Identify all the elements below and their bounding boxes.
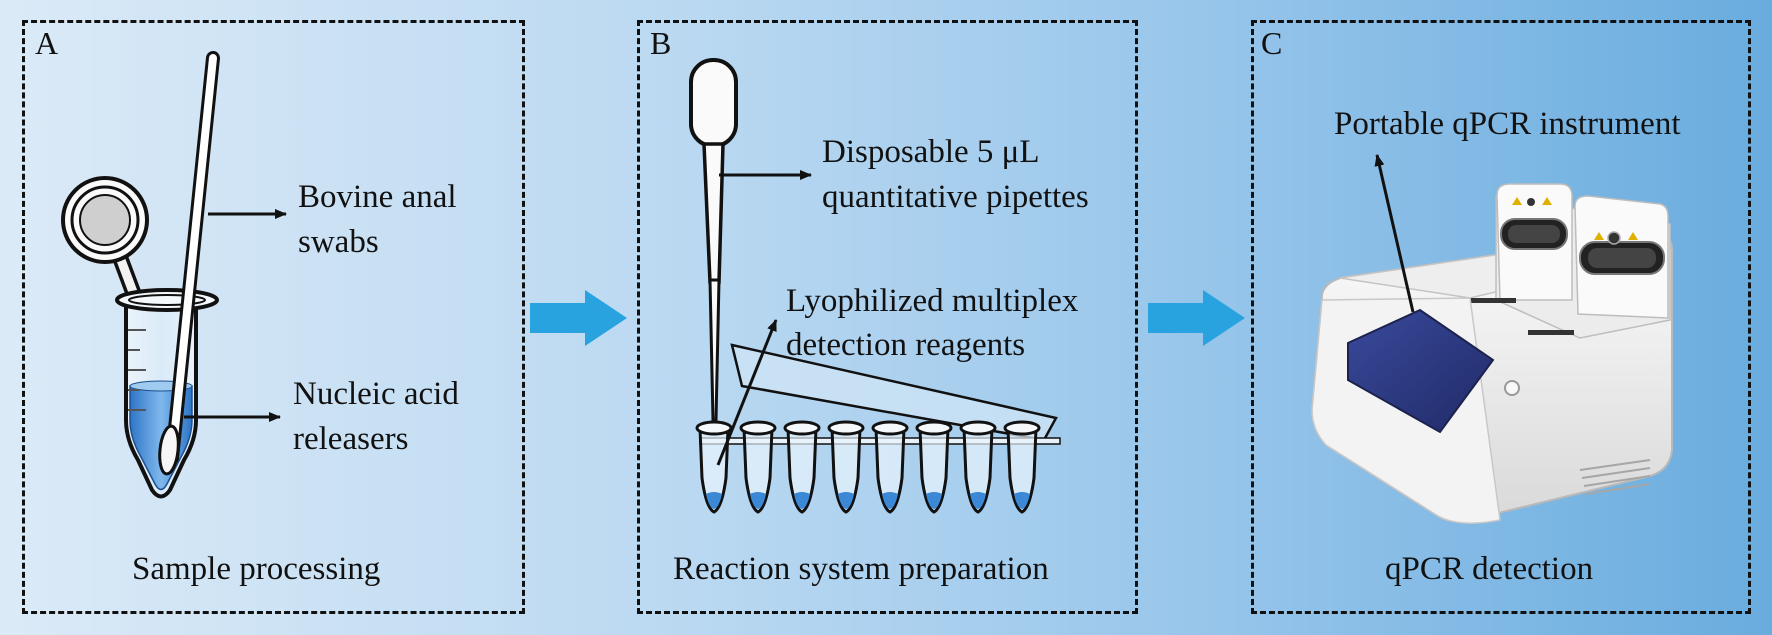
instrument-label: Portable qPCR instrument (1334, 106, 1681, 142)
panel-b-caption: Reaction system preparation (673, 551, 1049, 587)
reagent-label-line2: detection reagents (786, 327, 1026, 363)
pipette-label-line2: quantitative pipettes (822, 179, 1089, 215)
panel-c-letter: C (1261, 25, 1283, 61)
pipette-illustration (689, 58, 738, 422)
panel-a-letter: A (35, 25, 59, 61)
qpcr-instrument-illustration (1310, 183, 1674, 524)
panel-a-caption: Sample processing (132, 551, 381, 587)
pcr-tube (783, 420, 821, 514)
panel-a-frame (22, 20, 525, 614)
swab-label-line1: Bovine anal (298, 179, 457, 215)
flow-arrow-b-to-c (1148, 290, 1245, 346)
swab-label-line2: swabs (298, 224, 379, 260)
panel-b-label-arrows (716, 170, 812, 466)
pcr-tube (915, 420, 953, 514)
reagent-label-line1: Lyophilized multiplex (786, 283, 1079, 319)
pcr-tube-strip-illustration (695, 420, 1061, 514)
pcr-tube (959, 420, 997, 514)
releaser-label-line1: Nucleic acid (293, 376, 459, 412)
panel-b-letter: B (650, 25, 672, 61)
flow-arrow-a-to-b (530, 290, 627, 346)
pcr-tube (871, 420, 909, 514)
pcr-tube (827, 420, 865, 514)
swab-illustration (158, 51, 220, 476)
pipette-label-line1: Disposable 5 μL (822, 134, 1040, 170)
panel-c-frame (1251, 20, 1751, 614)
pcr-tube (1003, 420, 1041, 514)
pcr-tube (695, 420, 733, 514)
panel-c-caption: qPCR detection (1385, 551, 1594, 587)
releaser-label-line2: releasers (293, 421, 409, 457)
panel-c-label-arrow (1374, 154, 1415, 313)
panel-a-label-arrows (184, 209, 287, 422)
pcr-tube (739, 420, 777, 514)
panel-b-frame (637, 20, 1138, 614)
